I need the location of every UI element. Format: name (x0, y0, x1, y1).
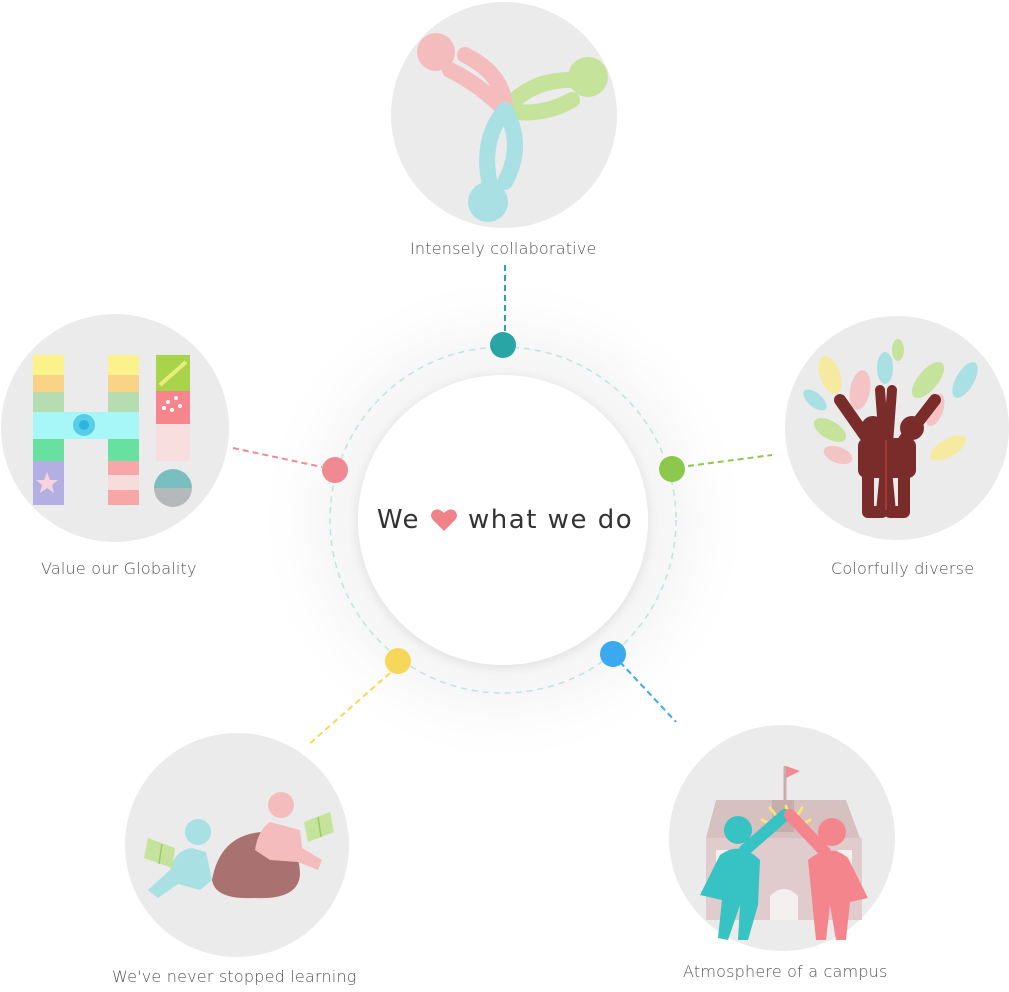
connector-globality (232, 447, 323, 468)
label-globality: Value our Globality (41, 559, 197, 578)
dot-learning (385, 648, 411, 674)
headline-suffix: what we do (468, 505, 634, 535)
label-learning: We've never stopped learning (112, 967, 357, 986)
campus-illustration (669, 725, 895, 951)
heart-icon (431, 509, 458, 531)
dot-globality (322, 457, 348, 483)
connector-diverse (687, 454, 773, 467)
label-collaborative: Intensely collaborative (410, 239, 597, 258)
diverse-illustration (785, 316, 1009, 540)
learning-illustration (125, 733, 349, 957)
label-diverse: Colorfully diverse (831, 559, 975, 578)
collaborative-illustration (391, 2, 617, 228)
headline-prefix: We (376, 505, 421, 535)
dot-campus (600, 641, 626, 667)
globality-illustration (1, 314, 229, 542)
label-campus: Atmosphere of a campus (683, 962, 888, 981)
center-headline: We what we do (360, 500, 650, 540)
dot-diverse (659, 456, 685, 482)
connector-learning (307, 672, 391, 746)
center-disk (358, 375, 648, 665)
dot-collaborative (490, 332, 516, 358)
connector-campus (619, 661, 677, 723)
